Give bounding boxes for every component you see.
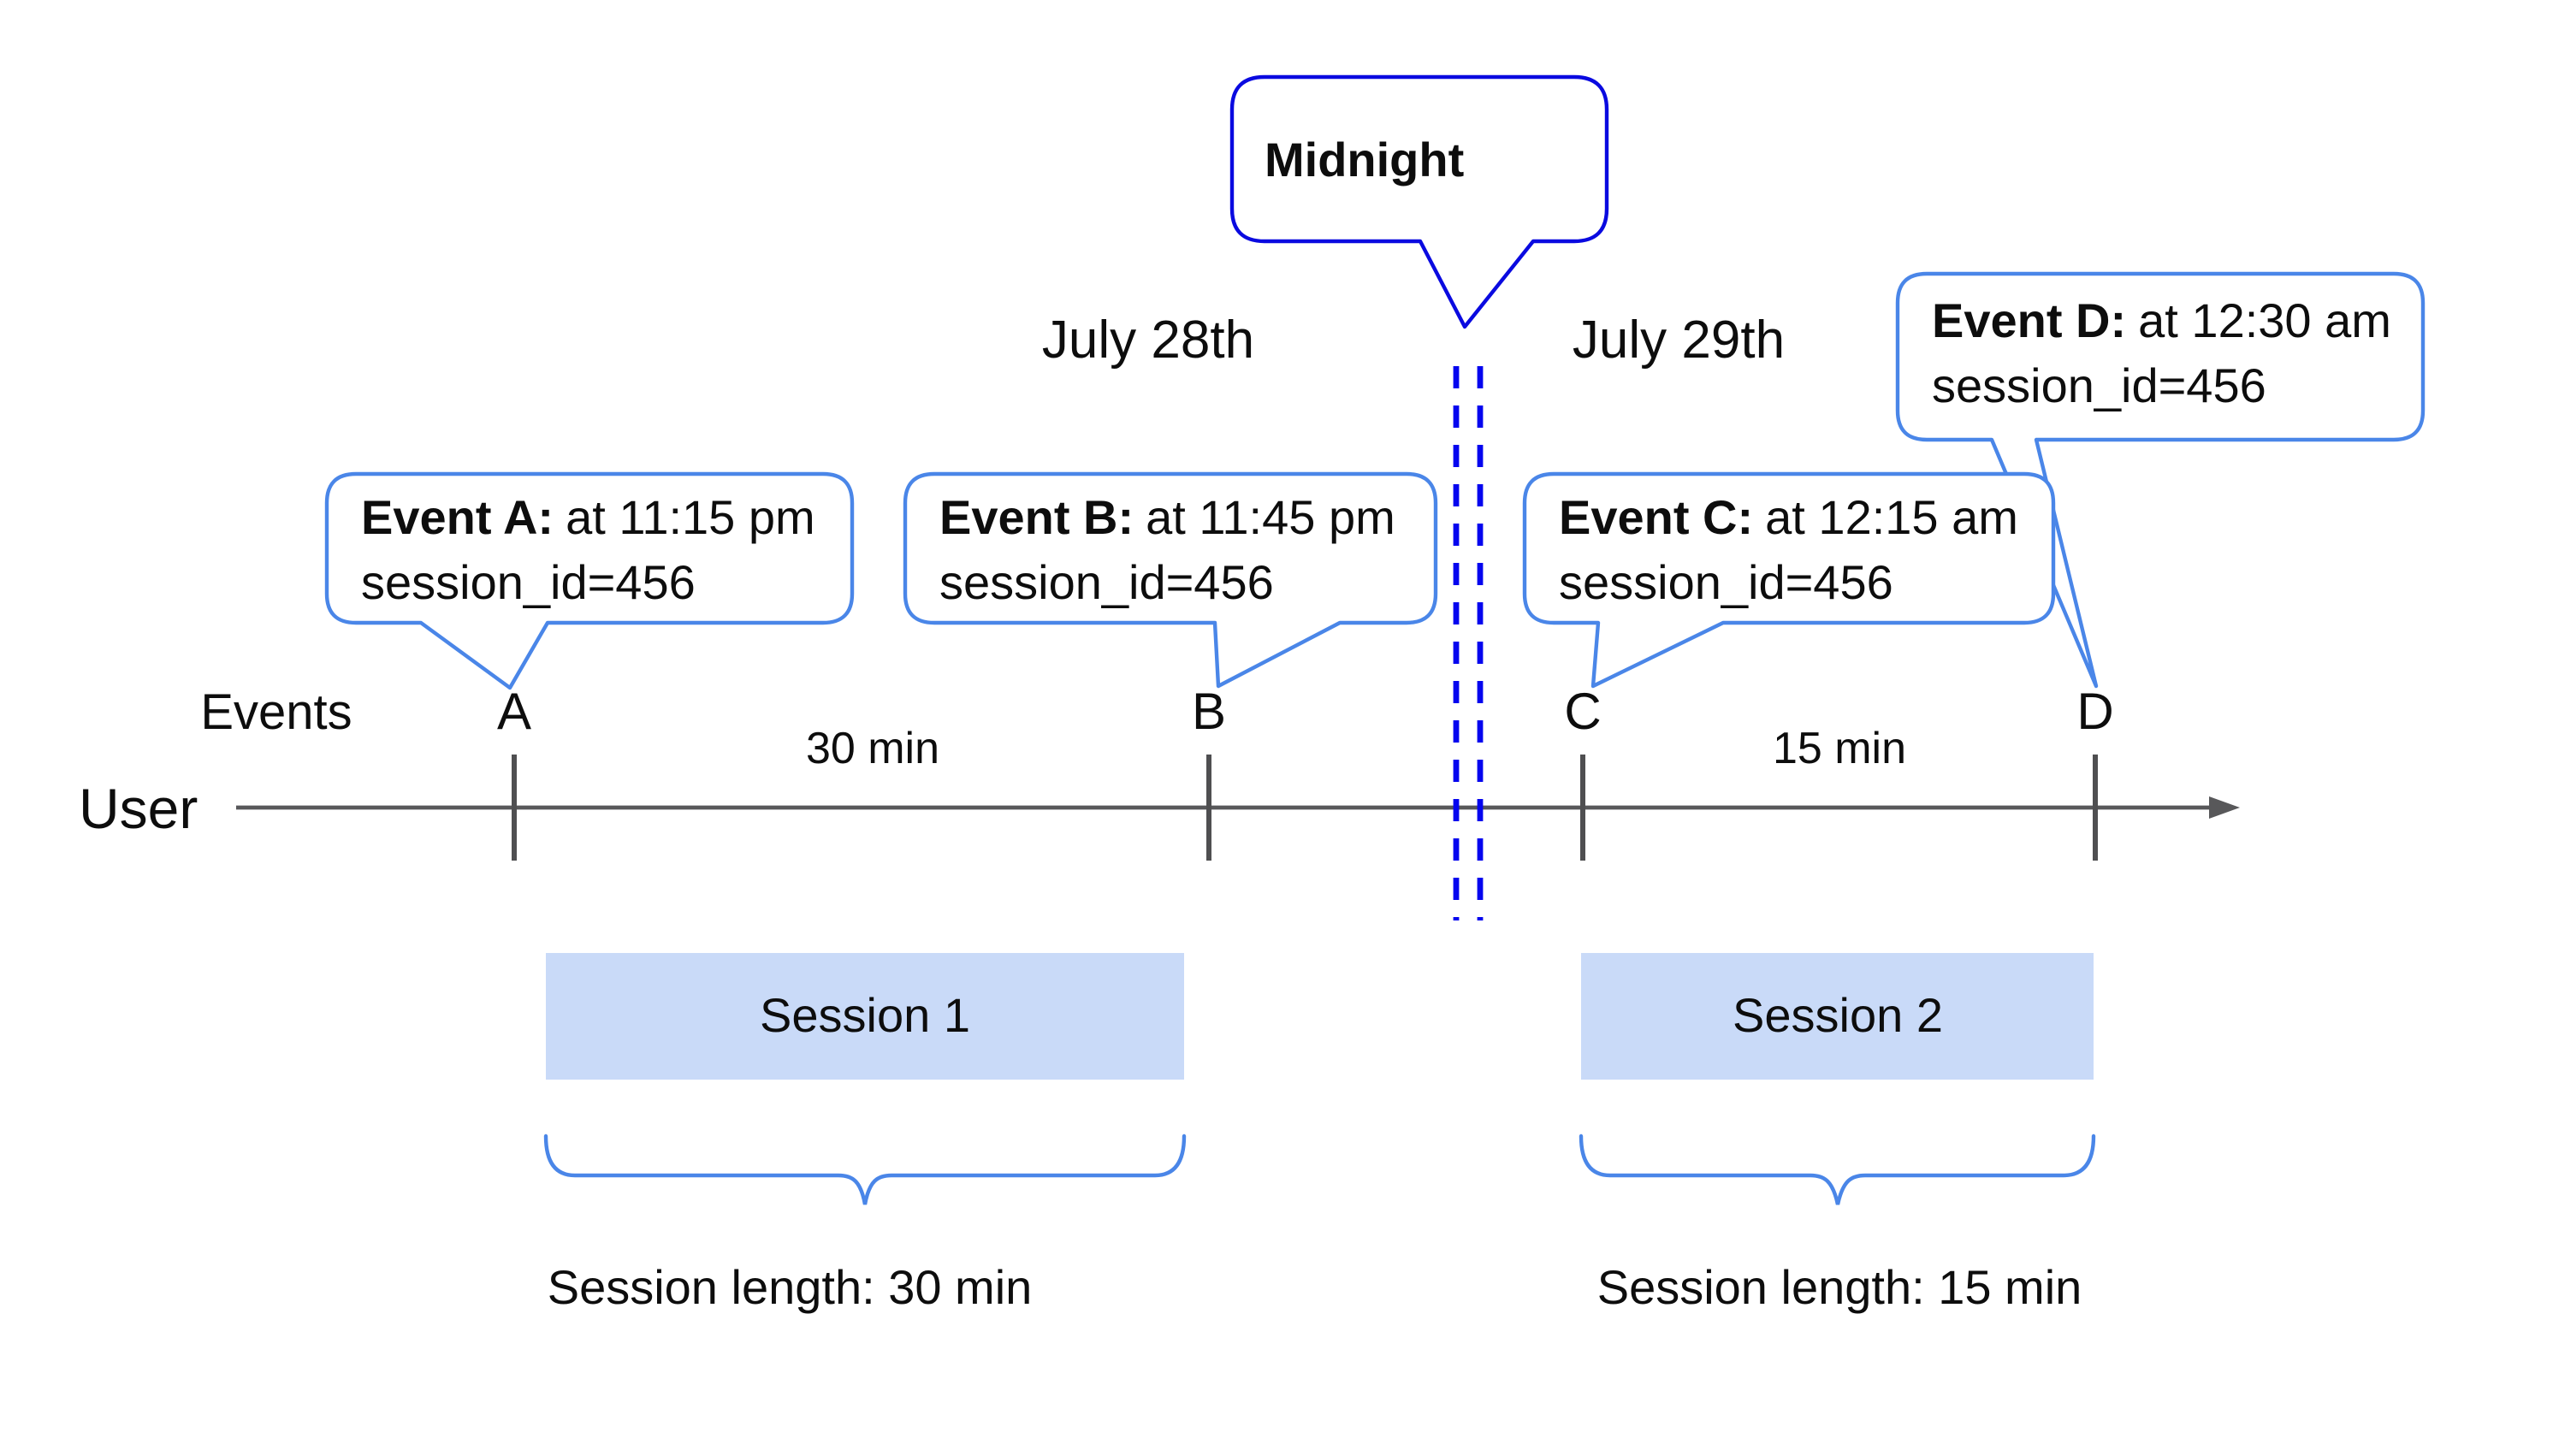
event-c-callout-bubble — [1522, 471, 2056, 689]
event-d-time: at 12:30 am — [2138, 293, 2391, 347]
event-a-session-id: session_id=456 — [361, 555, 696, 609]
event-a-title: Event A: — [361, 490, 554, 544]
event-letter-d: D — [2076, 683, 2113, 740]
event-b-title: Event B: — [939, 490, 1134, 544]
events-row-label: Events — [200, 684, 352, 740]
event-c-title: Event C: — [1559, 490, 1753, 544]
event-c-callout: Event C:at 12:15 am session_id=456 — [1522, 471, 2056, 689]
event-d-callout-bubble — [1895, 271, 2426, 689]
event-b-callout: Event B:at 11:45 pm session_id=456 — [903, 471, 1438, 689]
event-letter-b: B — [1192, 683, 1226, 740]
session-1-label: Session 1 — [760, 988, 970, 1042]
event-a-time: at 11:15 pm — [566, 490, 815, 544]
event-d-title: Event D: — [1932, 293, 2126, 347]
gap-label-30min: 30 min — [806, 724, 939, 773]
event-d-callout-line1: Event D:at 12:30 am — [1932, 293, 2391, 347]
user-timeline — [236, 755, 2240, 861]
event-letter-c: C — [1564, 683, 1601, 740]
date-label-july-29: July 29th — [1573, 311, 1785, 370]
event-b-callout-bubble — [903, 471, 1438, 689]
event-d-callout: Event D:at 12:30 am session_id=456 — [1895, 271, 2426, 689]
event-a-callout-line1: Event A:at 11:15 pm — [361, 490, 815, 544]
session-1-block: Session 1 Session length: 30 min — [543, 953, 1187, 1314]
midnight-divider — [1453, 366, 1484, 920]
event-letter-a: A — [497, 683, 531, 740]
session-2-block: Session 2 Session length: 15 min — [1579, 953, 2096, 1314]
event-a-callout-bubble — [324, 471, 855, 690]
session-2-brace — [1579, 1133, 2096, 1205]
session-1-length-label: Session length: 30 min — [548, 1260, 1033, 1314]
event-b-session-id: session_id=456 — [939, 555, 1274, 609]
event-d-session-id: session_id=456 — [1932, 358, 2266, 412]
midnight-callout-bubble — [1229, 74, 1609, 329]
event-c-time: at 12:15 am — [1765, 490, 2018, 544]
midnight-callout: Midnight — [1229, 74, 1609, 329]
session-2-length-label: Session length: 15 min — [1597, 1260, 2082, 1314]
midnight-callout-label: Midnight — [1265, 133, 1464, 186]
event-a-callout: Event A:at 11:15 pm session_id=456 — [324, 471, 855, 690]
gap-label-15min: 15 min — [1773, 724, 1906, 773]
session-1-brace — [543, 1133, 1187, 1205]
session-1-box — [546, 953, 1184, 1080]
event-b-callout-line1: Event B:at 11:45 pm — [939, 490, 1395, 544]
event-c-session-id: session_id=456 — [1559, 555, 1893, 609]
event-b-time: at 11:45 pm — [1146, 490, 1395, 544]
user-row-label: User — [79, 777, 198, 840]
date-label-july-28: July 28th — [1042, 311, 1254, 370]
session-2-label: Session 2 — [1733, 988, 1943, 1042]
session-2-box — [1581, 953, 2094, 1080]
timeline-arrowhead-icon — [2209, 796, 2240, 819]
event-c-callout-line1: Event C:at 12:15 am — [1559, 490, 2018, 544]
